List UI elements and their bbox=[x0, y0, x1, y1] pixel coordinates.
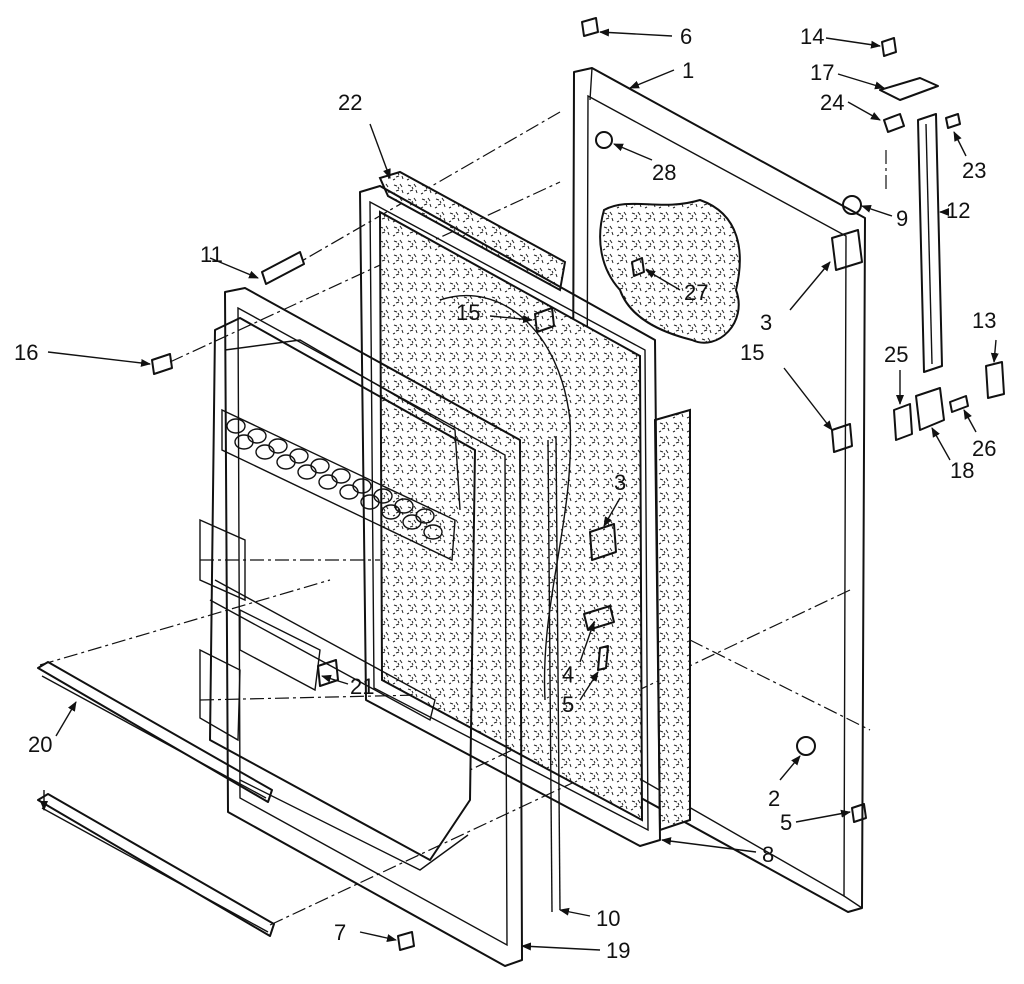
label-3-lower: 3 bbox=[614, 470, 626, 495]
egg-tray bbox=[226, 418, 443, 540]
label-5-lower: 5 bbox=[562, 692, 574, 717]
screw-14 bbox=[881, 37, 897, 57]
leader-lines bbox=[40, 28, 999, 951]
strip-11 bbox=[261, 251, 305, 285]
egg-cup bbox=[339, 484, 359, 500]
hinge-plate-25 bbox=[893, 403, 913, 441]
egg-cup bbox=[423, 524, 443, 540]
label-13: 13 bbox=[972, 308, 996, 333]
label-22: 22 bbox=[338, 90, 362, 115]
insulation-patch bbox=[599, 198, 741, 344]
plug-28 bbox=[595, 131, 613, 149]
egg-cup bbox=[352, 478, 372, 494]
label-26: 26 bbox=[972, 436, 996, 461]
label-16: 16 bbox=[14, 340, 38, 365]
label-2: 2 bbox=[768, 786, 780, 811]
label-11: 11 bbox=[200, 242, 223, 267]
cap-13 bbox=[985, 361, 1005, 399]
label-14: 14 bbox=[800, 24, 824, 49]
egg-cup bbox=[331, 468, 351, 484]
cap-23 bbox=[945, 113, 961, 129]
screw-26 bbox=[949, 395, 969, 413]
label-1: 1 bbox=[682, 58, 694, 83]
label-7: 9 bbox=[896, 206, 908, 231]
bracket-3-top bbox=[831, 229, 863, 271]
egg-cup bbox=[276, 454, 296, 470]
screw-7 bbox=[842, 195, 862, 215]
egg-cup bbox=[268, 438, 288, 454]
label-21: 21 bbox=[350, 674, 374, 699]
washer-4 bbox=[583, 605, 615, 631]
screw-5-lower bbox=[597, 645, 609, 671]
label-12: 12 bbox=[946, 198, 970, 223]
clip-21 bbox=[317, 659, 339, 687]
label-6: 6 bbox=[680, 24, 692, 49]
label-3-right: 3 bbox=[760, 310, 772, 335]
hinge-bar bbox=[917, 113, 943, 373]
egg-cup bbox=[255, 444, 275, 460]
label-18: 18 bbox=[950, 458, 974, 483]
screw-5-right bbox=[851, 803, 867, 823]
plug-2 bbox=[796, 736, 816, 756]
label-4: 4 bbox=[562, 662, 574, 687]
label-15-right: 15 bbox=[740, 340, 764, 365]
label-27: 27 bbox=[684, 280, 708, 305]
screw-9 bbox=[397, 931, 415, 951]
egg-cup bbox=[226, 418, 246, 434]
label-15-left: 15 bbox=[456, 300, 480, 325]
label-20-top: 20 bbox=[28, 732, 52, 757]
egg-cup bbox=[289, 448, 309, 464]
hinge-18 bbox=[915, 387, 945, 431]
shim-24 bbox=[883, 113, 905, 133]
label-19: 19 bbox=[606, 938, 630, 963]
egg-cup bbox=[381, 504, 401, 520]
label-24: 24 bbox=[820, 90, 844, 115]
label-8: 8 bbox=[762, 842, 774, 867]
egg-cup bbox=[247, 428, 267, 444]
label-23: 23 bbox=[962, 158, 986, 183]
label-10: 10 bbox=[596, 906, 620, 931]
screw-6 bbox=[581, 17, 599, 37]
screw-16 bbox=[151, 353, 173, 375]
label-5-right: 5 bbox=[780, 810, 792, 835]
clip-27 bbox=[631, 257, 645, 277]
egg-cup bbox=[297, 464, 317, 480]
inner-door-liner bbox=[199, 317, 476, 871]
hinge-cap-17 bbox=[879, 77, 939, 101]
label-28: 28 bbox=[652, 160, 676, 185]
egg-cup bbox=[360, 494, 380, 510]
egg-cup bbox=[402, 514, 422, 530]
egg-cup bbox=[318, 474, 338, 490]
clip-15-left bbox=[534, 307, 555, 333]
label-17: 17 bbox=[810, 60, 834, 85]
label-9: 7 bbox=[334, 920, 346, 945]
clip-15-right bbox=[831, 423, 853, 453]
egg-cup bbox=[234, 434, 254, 450]
part-labels: 6 1 14 17 24 23 9 12 28 27 3 15 15 11 16… bbox=[14, 24, 996, 963]
foam-insulation-panel bbox=[378, 170, 691, 832]
egg-cup bbox=[310, 458, 330, 474]
label-25: 25 bbox=[884, 342, 908, 367]
hardware-parts bbox=[151, 17, 1005, 951]
